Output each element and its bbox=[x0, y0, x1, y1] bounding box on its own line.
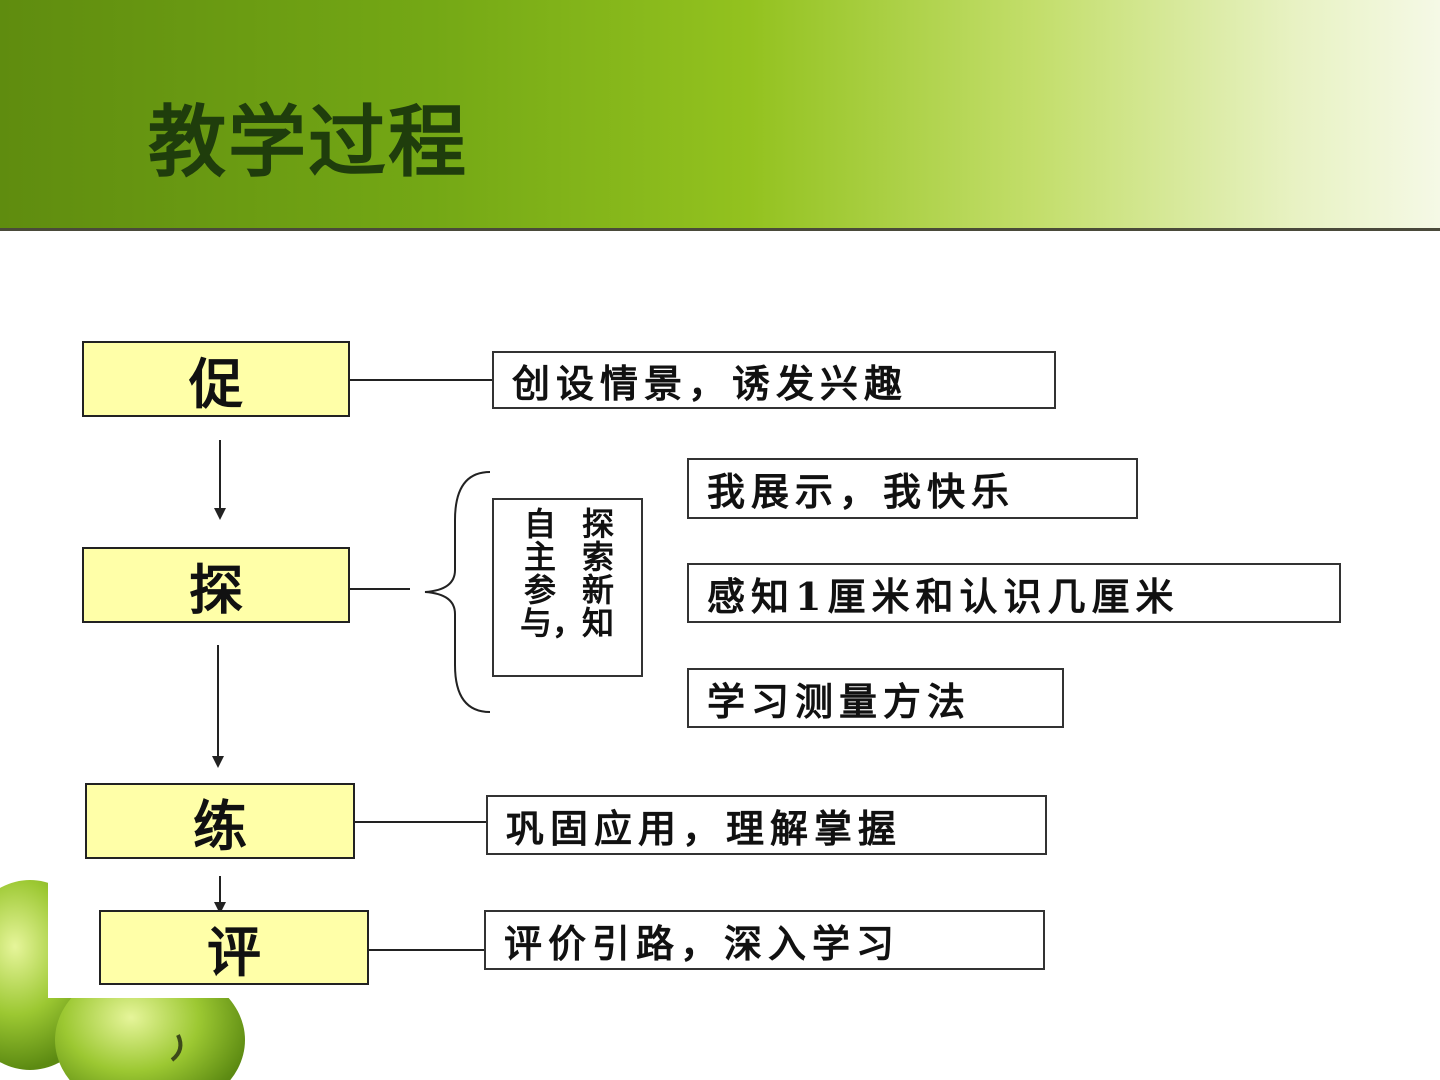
header-divider bbox=[0, 228, 1440, 231]
vertical-text-right: 探索新知 bbox=[581, 505, 614, 642]
desc-box-cu: 创设情景，诱发兴趣 bbox=[492, 351, 1056, 409]
desc-box-ping: 评价引路，深入学习 bbox=[484, 910, 1045, 970]
desc-box-tan-1: 我展示，我快乐 bbox=[687, 458, 1138, 519]
stage-box-tan: 探 bbox=[82, 547, 350, 623]
content-panel bbox=[48, 330, 1358, 998]
stage-box-lian: 练 bbox=[85, 783, 355, 859]
stage-box-cu: 促 bbox=[82, 341, 350, 417]
desc-box-tan-2: 感知1厘米和认识几厘米 bbox=[687, 563, 1341, 623]
desc-box-tan-3: 学习测量方法 bbox=[687, 668, 1064, 728]
page-title: 教学过程 bbox=[148, 98, 469, 188]
vertical-text-left: 自主参与， bbox=[520, 505, 585, 642]
desc-box-lian: 巩固应用，理解掌握 bbox=[486, 795, 1047, 855]
header-banner bbox=[0, 0, 1440, 228]
vertical-text-box: 探索新知 自主参与， bbox=[492, 498, 643, 677]
stage-box-ping: 评 bbox=[99, 910, 369, 985]
